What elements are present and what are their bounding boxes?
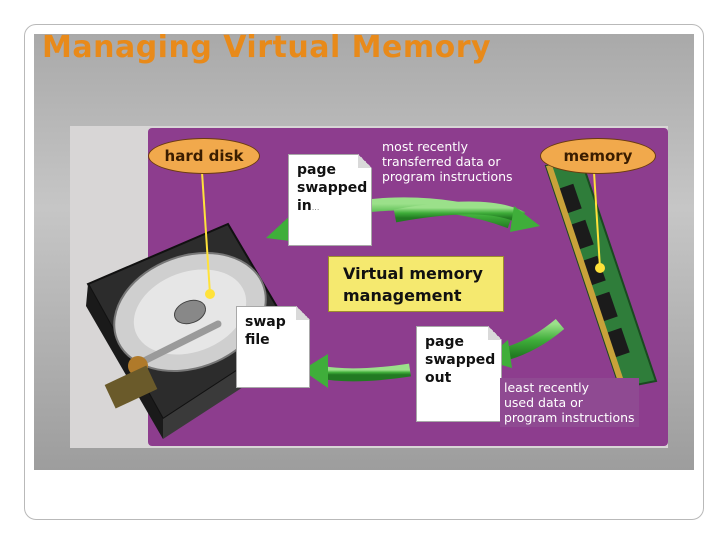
page-out-line1: page <box>425 334 464 350</box>
memory-module-illustration <box>544 160 658 390</box>
top-caption: most recently transferred data or progra… <box>382 139 513 184</box>
swap-file-note: swap file <box>236 306 310 388</box>
page-out-line3: out <box>425 370 452 386</box>
page-in-line3: in... <box>297 198 320 214</box>
top-caption-line1: most recently <box>382 139 469 154</box>
bottom-caption-line2: used data or <box>504 395 583 410</box>
memory-label: memory <box>540 138 656 174</box>
bottom-caption-line1: least recently <box>504 380 590 395</box>
note-fold <box>358 154 372 168</box>
arrowhead-to-memory <box>510 206 540 232</box>
page-in-line2: swapped <box>297 180 368 196</box>
page-swapped-out-note: page swapped out <box>416 326 502 422</box>
pointer-lines <box>201 171 605 299</box>
hard-disk-label: hard disk <box>148 138 260 174</box>
swap-line1: swap <box>245 314 286 330</box>
page-in-suffix: ... <box>311 203 320 212</box>
slide-title: Managing Virtual Memory <box>42 30 492 65</box>
page-swapped-in-note: page swapped in... <box>288 154 372 246</box>
bottom-caption-line3: program instructions <box>504 410 635 425</box>
top-caption-line2: transferred data or <box>382 154 501 169</box>
center-line2: management <box>343 286 462 305</box>
top-caption-line3: program instructions <box>382 169 513 184</box>
center-line1: Virtual memory <box>343 264 483 283</box>
arrowhead-swap-out <box>302 354 328 388</box>
note-fold <box>488 326 502 340</box>
page-out-line2: swapped <box>425 352 496 368</box>
bottom-caption: least recently used data or program inst… <box>500 378 639 427</box>
page-in-line1: page <box>297 162 336 178</box>
note-fold <box>296 306 310 320</box>
virtual-memory-management-box: Virtual memory management <box>328 256 504 312</box>
virtual-memory-diagram: hard disk memory page swapped in... most… <box>70 126 668 448</box>
swap-line2: file <box>245 332 270 348</box>
